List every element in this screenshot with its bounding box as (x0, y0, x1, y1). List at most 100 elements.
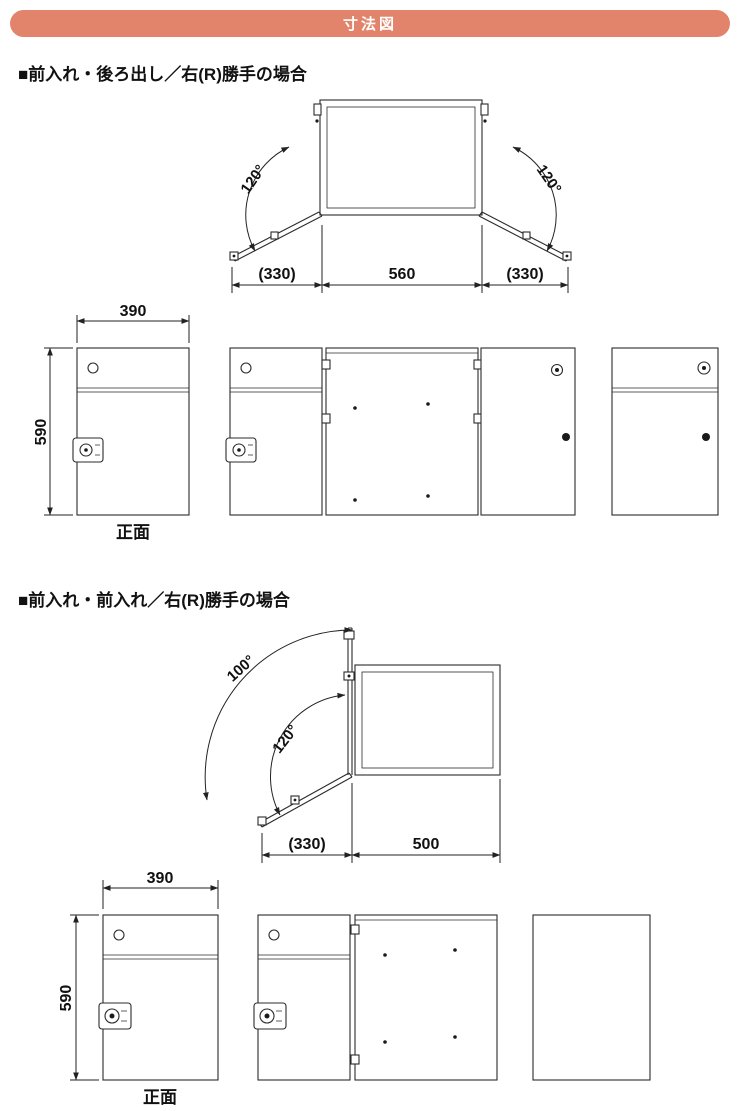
lock-dial (104, 1008, 120, 1024)
angle-label-left: 120° (237, 162, 269, 197)
lock-dial (79, 443, 93, 457)
cabinet-body-top-view (354, 664, 501, 776)
unit-outline (102, 914, 219, 1081)
front-door-panel (347, 627, 353, 775)
keyhole-circle (240, 362, 252, 374)
left-latch-detail (313, 103, 322, 116)
lock-dial (232, 443, 246, 457)
screw-dot (353, 406, 357, 410)
screw-dot (453, 948, 457, 952)
extension-lines (261, 779, 501, 863)
height-590-label: 590 (58, 985, 75, 1012)
back-divider-lines (612, 387, 718, 393)
front-view-single-unit: 390 590 正面 (58, 870, 219, 1107)
front-view-combined-unit (225, 347, 576, 516)
section2-heading: ■前入れ・前入れ／右(R)勝手の場合 (18, 591, 290, 610)
knob-dot (562, 433, 570, 441)
cabinet-outline (354, 664, 501, 776)
hinge-detail (321, 413, 331, 424)
lock-unit (253, 1002, 287, 1030)
width-dimension-section1: (330) 560 (330) (231, 225, 569, 293)
back-outline (532, 914, 651, 1081)
section1-top-view-drawing: 120° 120° (330) 560 (330) (229, 99, 572, 293)
section1-heading: ■前入れ・後ろ出し／右(R)勝手の場合 (18, 65, 307, 84)
right-door-mid-hinge (522, 231, 531, 240)
screw-dot (453, 1035, 457, 1039)
knob-dot (702, 433, 710, 441)
cabinet-inner-wall (361, 671, 494, 769)
cylinder-lock-dot (702, 366, 706, 370)
left-door-swing-arc (245, 146, 290, 252)
keyhole-circle (268, 929, 280, 941)
hinge-detail (321, 359, 331, 370)
front-door-open-vertical (343, 627, 355, 775)
main-door-outline (354, 914, 498, 1081)
lock-detail-lines (95, 444, 100, 456)
left-door-open (229, 211, 323, 262)
lock-unit (98, 1002, 132, 1030)
lock-body (72, 437, 104, 463)
left-panel-outline (229, 347, 323, 516)
width-390-label: 390 (120, 305, 147, 320)
screw-dot (383, 1040, 387, 1044)
cabinet-outline (319, 99, 483, 216)
lock-dial-dot (237, 448, 241, 452)
height-590-label: 590 (33, 419, 50, 446)
center-door-outline (325, 347, 479, 516)
right-door-swing-arc (512, 146, 557, 252)
screw-dot (426, 494, 430, 498)
left-pivot-dot (315, 119, 319, 123)
side-door-open-slanted (257, 772, 353, 828)
dim-label-330-left: (330) (258, 266, 295, 283)
cylinder-lock-circle (550, 363, 564, 377)
width-390-label: 390 (147, 870, 174, 887)
section1-front-views-drawing: 390 590 正面 (33, 305, 719, 542)
dim-label-560: 560 (389, 266, 416, 283)
right-door-hinge-dot (565, 254, 569, 258)
lock-detail-lines (276, 1010, 282, 1022)
lock-dial-dot (84, 448, 88, 452)
back-outline (611, 347, 719, 516)
keyhole-circle (113, 929, 125, 941)
title-bar: 寸法図 (10, 10, 730, 37)
back-view-unit (611, 347, 719, 516)
lock-body (225, 437, 257, 463)
left-panel-divider (258, 954, 350, 960)
right-pivot-dot (483, 119, 487, 123)
screw-dot (353, 498, 357, 502)
lock-body (98, 1002, 132, 1030)
front-caption: 正面 (143, 1088, 177, 1107)
width-dimension-section2: (330) 500 (261, 779, 501, 863)
right-latch-detail (480, 103, 489, 116)
keyhole-circle (87, 362, 99, 374)
lock-detail-lines (248, 444, 253, 456)
screw-dot (383, 953, 387, 957)
section2-front-views-drawing: 390 590 正面 (58, 870, 651, 1107)
hinge-detail (350, 924, 360, 935)
unit-outline (76, 347, 190, 516)
page-title: 寸法図 (342, 16, 397, 33)
back-view-unit (532, 914, 651, 1081)
dim-label-330-right: (330) (506, 266, 543, 283)
lock-unit (225, 437, 257, 463)
extension-lines (231, 225, 569, 293)
door-hinge-detail (343, 630, 355, 640)
lock-dial-dot (264, 1013, 270, 1019)
side-door-panel (258, 772, 353, 828)
flap-divider-lines (77, 387, 189, 393)
left-door-mid-hinge (270, 231, 279, 240)
left-panel-outline (257, 914, 351, 1081)
cylinder-lock-circle (697, 361, 711, 375)
flap-divider-lines (103, 954, 218, 960)
door-hinge-detail (257, 816, 267, 826)
lock-detail-lines (121, 1010, 127, 1022)
front-caption: 正面 (116, 523, 150, 542)
cabinet-body-top-view (313, 99, 489, 216)
right-door-open (478, 211, 572, 262)
width-extension-lines (102, 880, 219, 909)
cylinder-lock-dot (555, 368, 559, 372)
front-view-single-unit: 390 590 正面 (33, 305, 190, 542)
lock-dial-dot (109, 1013, 115, 1019)
dim-label-330: (330) (288, 836, 325, 853)
